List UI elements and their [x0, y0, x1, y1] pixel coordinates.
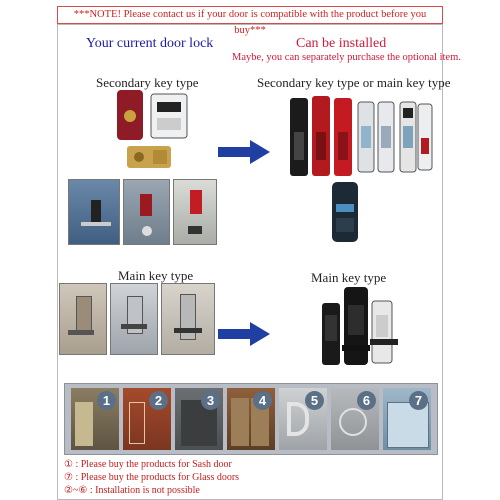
door-type-7: 7: [383, 388, 431, 450]
door-number-badge: 1: [97, 391, 116, 410]
label-secondary-or-main-right: Secondary key type or main key type: [257, 75, 451, 90]
door-number-badge: 3: [201, 391, 220, 410]
footnote-sash: ① : Please buy the products for Sash doo…: [64, 459, 232, 470]
door-type-6: 6: [331, 388, 379, 450]
door-photo-1: [68, 179, 120, 245]
door-type-4: 4: [227, 388, 275, 450]
arrow-right-icon: [218, 322, 270, 346]
footnote-glass: ⑦ : Please buy the products for Glass do…: [64, 472, 239, 483]
footnote-mark: ⑦: [64, 472, 73, 483]
notice-banner: ***NOTE! Please contact us if your door …: [57, 6, 443, 36]
door-number-badge: 2: [149, 391, 168, 410]
door-photo-3: [173, 179, 217, 245]
footnote-text: : Installation is not possible: [89, 485, 200, 496]
label-main-key-left: Main key type: [118, 268, 194, 283]
door-type-5: 5: [279, 388, 327, 450]
footnote-mark: ①: [64, 459, 73, 470]
door-types-strip: 1 2 3 4 5 6 7: [64, 383, 438, 455]
label-main-key-right: Main key type: [311, 270, 387, 285]
door-photo-2: [123, 179, 170, 245]
door-number-badge: 5: [305, 391, 324, 410]
heading-current-lock: Your current door lock: [86, 36, 214, 51]
door-type-3: 3: [175, 388, 223, 450]
secondary-lock-photo: [117, 90, 188, 168]
main-key-photo-2: [110, 283, 158, 355]
footnote-not-possible: ②~⑥ : Installation is not possible: [64, 485, 200, 496]
footnote-text: : Please buy the products for Sash door: [75, 459, 232, 470]
door-number-badge: 7: [409, 391, 428, 410]
door-number-badge: 6: [357, 391, 376, 410]
label-secondary-key-left: Secondary key type: [96, 75, 199, 90]
single-lock-photo: [332, 182, 358, 242]
main-key-photo-1: [59, 283, 107, 355]
footnote-mark: ②~⑥: [64, 485, 88, 496]
footnote-text: : Please buy the products for Glass door…: [75, 472, 240, 483]
door-type-2: 2: [123, 388, 171, 450]
optional-item-note: Maybe, you can separately purchase the o…: [232, 52, 461, 63]
heading-can-install: Can be installed: [296, 36, 387, 51]
door-number-badge: 4: [253, 391, 272, 410]
arrow-right-icon: [218, 140, 270, 164]
main-key-lock-photo: [322, 287, 398, 365]
door-type-1: 1: [71, 388, 119, 450]
main-key-photo-3: [161, 283, 215, 355]
compatible-locks-photo: [290, 96, 433, 176]
